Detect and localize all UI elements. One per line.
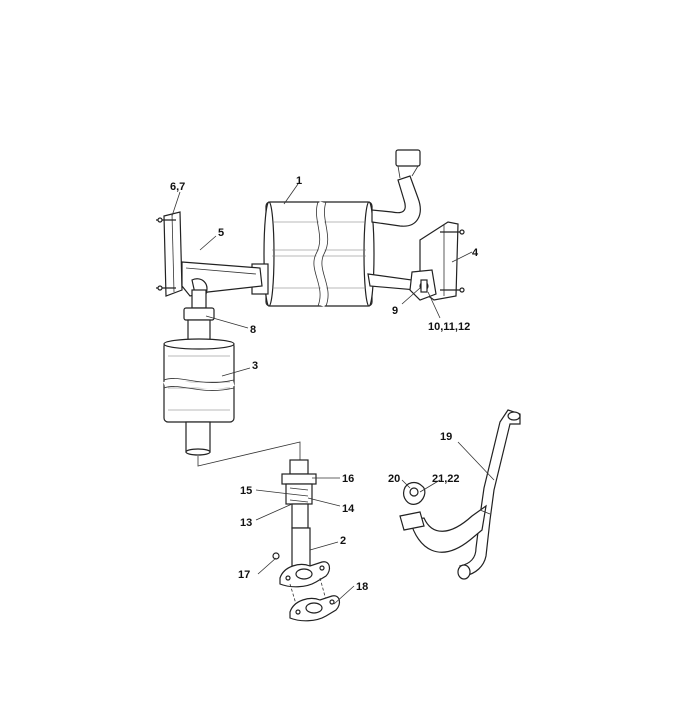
- connector-clamp-part-8: [183, 289, 215, 343]
- callout-20: 20: [388, 473, 400, 485]
- callout-9: 9: [392, 305, 398, 317]
- rear-silencer-part-1: [251, 149, 421, 307]
- callout-15: 15: [240, 485, 252, 497]
- callout-3: 3: [252, 360, 258, 372]
- callout-16: 16: [342, 473, 354, 485]
- front-pipe-part-2: [272, 459, 331, 588]
- left-bracket-part-5: [156, 211, 263, 299]
- callout-21-22: 21,22: [432, 473, 460, 485]
- callout-8: 8: [250, 324, 256, 336]
- right-bracket-part-4: [409, 221, 465, 301]
- callout-5: 5: [218, 227, 224, 239]
- callout-18: 18: [356, 581, 368, 593]
- callout-14: 14: [342, 503, 355, 515]
- middle-silencer-part-3: [163, 338, 235, 456]
- downpipe-part-19: [399, 409, 521, 580]
- callout-13: 13: [240, 517, 252, 529]
- callout-2: 2: [340, 535, 346, 547]
- callout-labels: 1 6,7 5 4 8 3 9 10,11,12 16 15 14 13 2 1…: [170, 175, 479, 593]
- gasket-part-18: [289, 577, 341, 622]
- gasket-part-20: [403, 481, 426, 505]
- callout-10-11-12: 10,11,12: [428, 321, 470, 333]
- callout-4: 4: [472, 247, 479, 259]
- callout-19: 19: [440, 431, 452, 443]
- leader-lines: [171, 183, 495, 605]
- callout-6-7: 6,7: [170, 181, 185, 193]
- connection-line: [197, 441, 301, 467]
- callout-1: 1: [296, 175, 302, 187]
- callout-17: 17: [238, 569, 250, 581]
